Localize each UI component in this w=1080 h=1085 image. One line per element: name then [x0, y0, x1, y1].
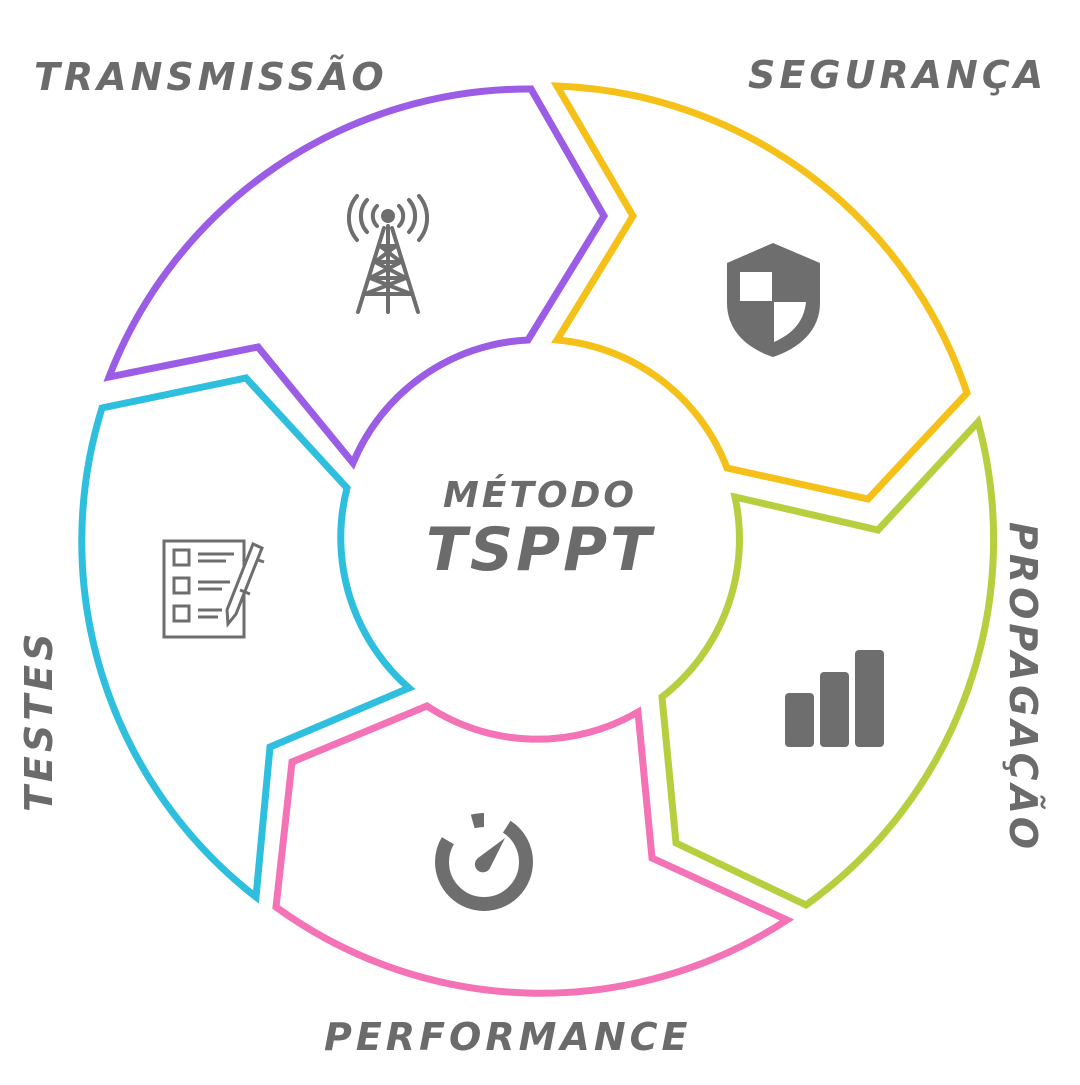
checklist-icon	[162, 539, 265, 639]
bar-chart-icon	[785, 650, 884, 747]
radio-tower-icon	[346, 194, 430, 314]
segment-performance	[272, 702, 795, 997]
label-transmissao: TRANSMISSÃO	[34, 55, 388, 99]
segment-transmissao	[103, 85, 609, 470]
label-seguranca: SEGURANÇA	[748, 53, 1048, 97]
label-performance: PERFORMANCE	[324, 1015, 692, 1059]
segment-seguranca	[550, 82, 971, 503]
center-subtitle: MÉTODO	[442, 475, 638, 516]
segment-testes	[78, 374, 416, 904]
label-propagacao: PROPAGAÇÃO	[1001, 522, 1045, 854]
speedometer-icon	[435, 813, 533, 911]
center-title: TSPPT	[425, 515, 655, 585]
segment-propagacao	[658, 414, 998, 910]
shield-icon	[727, 243, 820, 357]
label-testes: TESTES	[17, 629, 61, 813]
